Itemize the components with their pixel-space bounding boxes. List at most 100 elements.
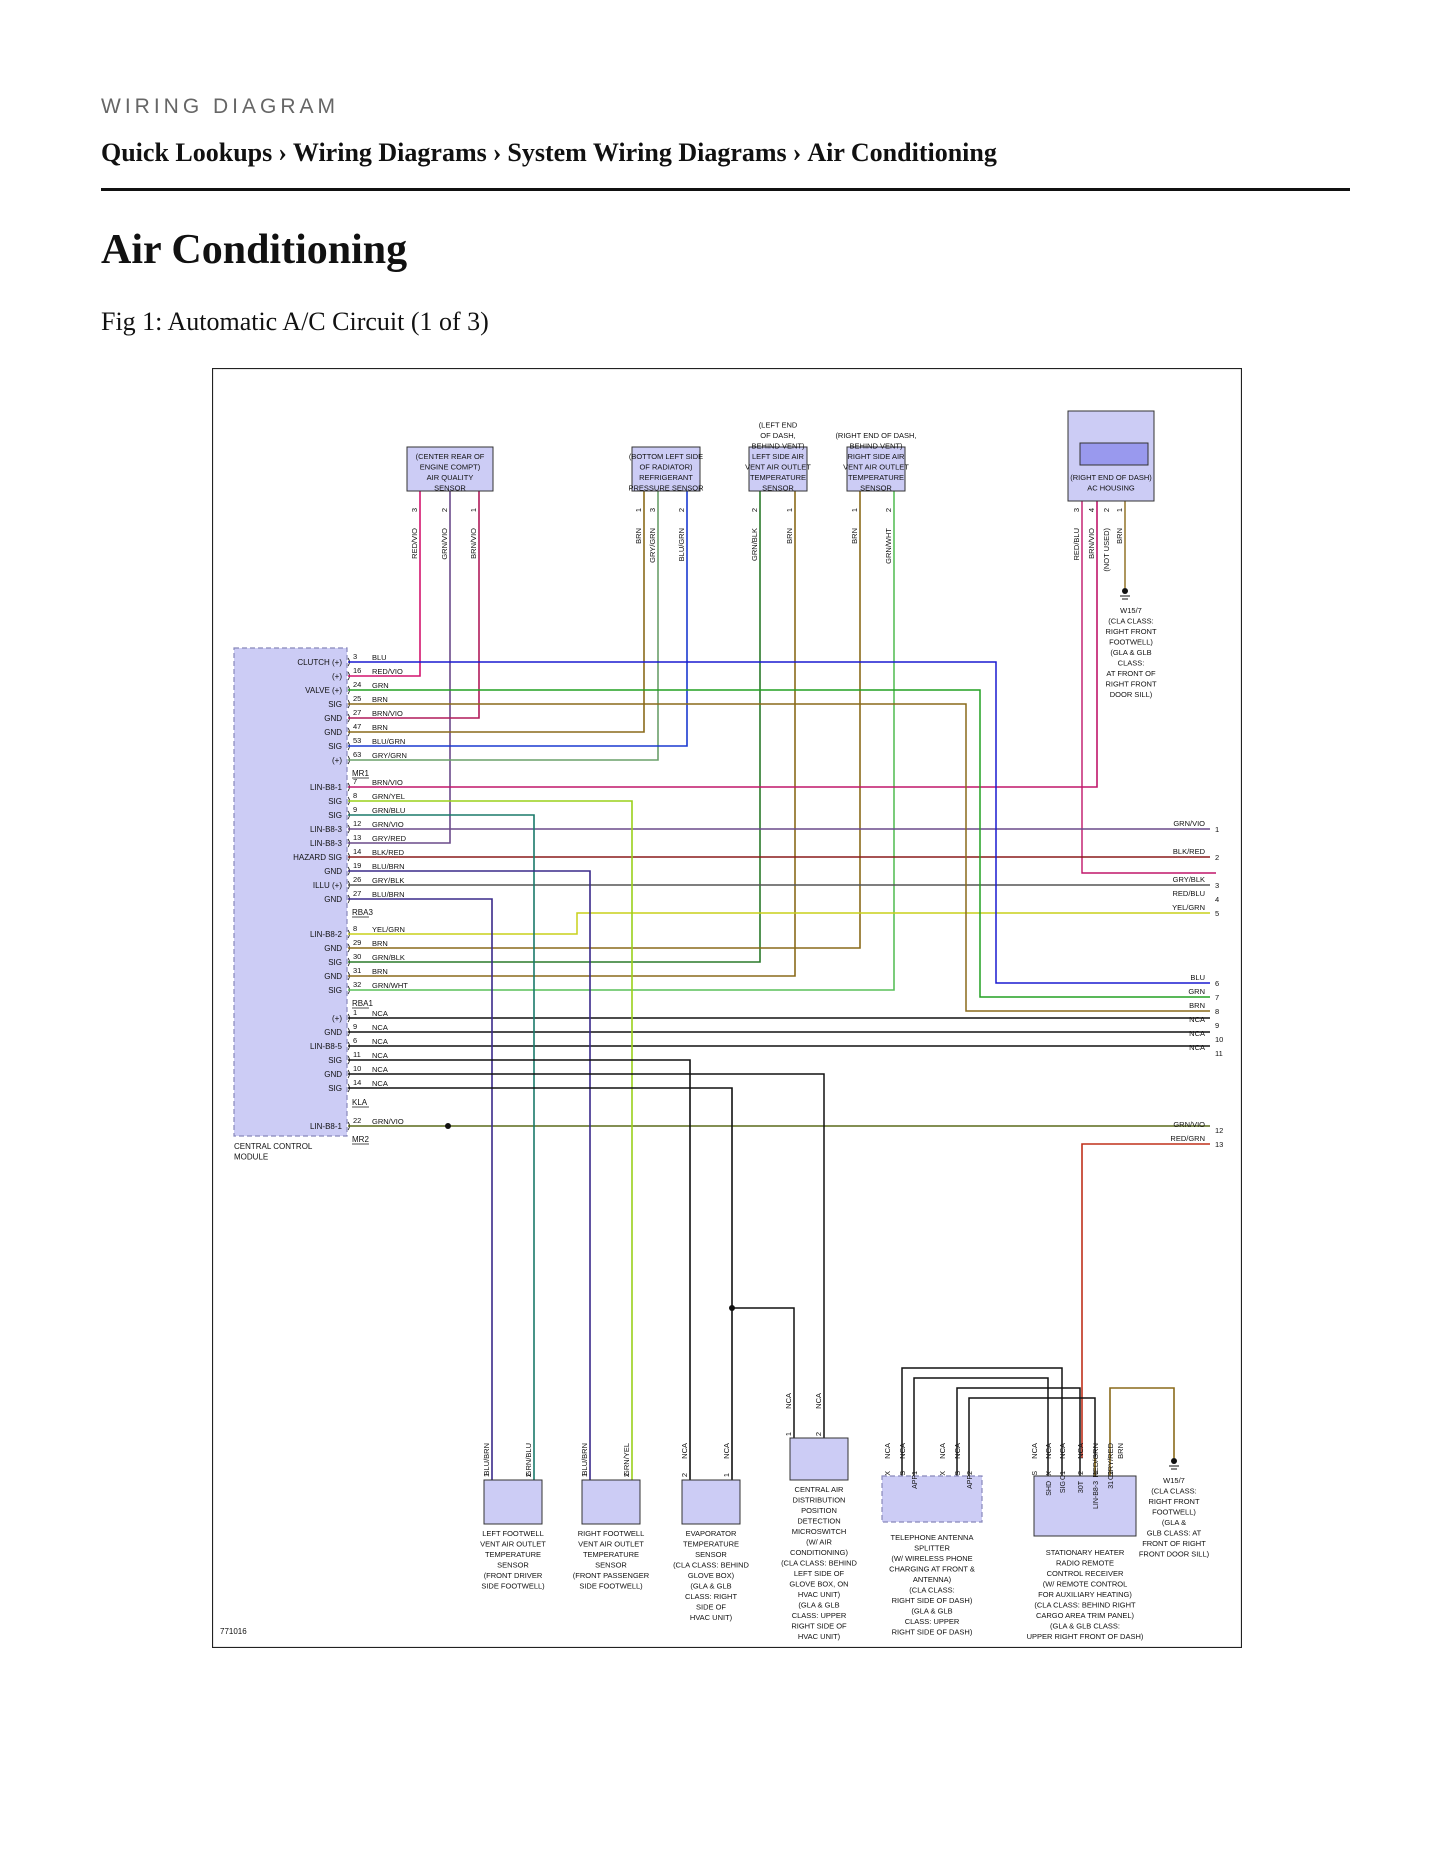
component-label: BEHIND VENT) [850, 442, 903, 451]
wire-color-label: BRN [1116, 1443, 1125, 1459]
ground-label: AT FRONT OF [1106, 669, 1156, 678]
central-control-module [233, 647, 348, 1137]
pin-number: 2 [1102, 508, 1111, 512]
output-number: 11 [1215, 1049, 1223, 1058]
component-label: RIGHT SIDE OF DASH) [892, 1596, 973, 1605]
wire-color-label: NCA [372, 1079, 388, 1088]
module-pin-number: 24 [353, 680, 361, 689]
wire-color-label: NCA [372, 1023, 388, 1032]
wire [968, 1397, 1096, 1476]
component-label: RIGHT SIDE AIR [848, 452, 906, 461]
component-label: BEHIND VENT) [752, 442, 805, 451]
sensor-body [631, 446, 701, 492]
pin-number: S [1032, 1471, 1039, 1476]
connector-label: RBA3 [352, 908, 373, 917]
component-label: TELEPHONE ANTENNA [891, 1533, 974, 1542]
pin-number: 1 [722, 1473, 731, 1477]
ground-label: W15/7 [1120, 606, 1142, 615]
pin-number: 2 [680, 1473, 689, 1477]
component-label: (W/ WIRELESS PHONE [891, 1554, 972, 1563]
component-label: HVAC UNIT) [690, 1613, 733, 1622]
wire [348, 689, 1210, 998]
component-label: FOR AUXILIARY HEATING) [1038, 1590, 1132, 1599]
module-pin-label: GND [324, 972, 342, 981]
component-label: SIDE FOOTWELL) [481, 1582, 545, 1591]
wire-color-label: GRN/VIO [440, 528, 449, 560]
wire-color-label: BLU/GRN [677, 528, 686, 561]
output-wire-label: RED/BLU [1172, 889, 1205, 898]
wire-color-label: GRY/RED [372, 834, 407, 843]
module-pin-number: 27 [353, 708, 361, 717]
component-label: EVAPORATOR [686, 1529, 737, 1538]
component-label: CHARGING AT FRONT & [889, 1565, 975, 1574]
component-label: (BOTTOM LEFT SIDE [629, 452, 703, 461]
component-label: (GLA & GLB [911, 1607, 952, 1616]
module-pin-number: 12 [353, 819, 361, 828]
component-label: SENSOR [497, 1561, 529, 1570]
module-pin-number: 14 [353, 847, 361, 856]
component-label: RIGHT SIDE OF [791, 1622, 847, 1631]
component-label: SENSOR [695, 1550, 727, 1559]
module-pin-label: SIG [328, 1084, 342, 1093]
module-pin-label: (+) [332, 756, 342, 765]
pin-number: 2 [884, 508, 893, 512]
wire-color-label: BRN/VIO [469, 528, 478, 559]
pin-number: X [1046, 1471, 1053, 1476]
module-pin-number: 7 [353, 777, 357, 786]
component-label: TEMPERATURE [583, 1550, 639, 1559]
component-label: DISTRIBUTION [793, 1496, 846, 1505]
wire-color-label: BRN [372, 695, 388, 704]
breadcrumb-separator: › [792, 138, 802, 167]
component-label: (RIGHT END OF DASH) [1070, 473, 1152, 482]
breadcrumb-current: Air Conditioning [807, 138, 997, 167]
component-label: TEMPERATURE [485, 1550, 541, 1559]
wire-color-label: GRN/YEL [622, 1443, 631, 1476]
wire-color-label: GRN/BLU [372, 806, 405, 815]
ground-label: GLB CLASS: AT [1147, 1529, 1202, 1538]
wire-color-label: NCA [722, 1443, 731, 1459]
component-label: OF RADIATOR) [639, 463, 693, 472]
wire-color-label: NCA [372, 1065, 388, 1074]
wire [348, 491, 861, 949]
splice-dot [445, 1123, 451, 1129]
wire [348, 800, 633, 1480]
ground-label: FRONT DOOR SILL) [1139, 1550, 1210, 1559]
breadcrumb-system-wiring-diagrams[interactable]: System Wiring Diagrams [507, 138, 787, 167]
component-label: RADIO REMOTE [1056, 1559, 1114, 1568]
module-pin-number: 26 [353, 875, 361, 884]
module-pin-label: GND [324, 895, 342, 904]
module-pin-number: 6 [353, 1036, 357, 1045]
output-number: 12 [1215, 1126, 1223, 1135]
pin-number: 3 [410, 508, 419, 512]
module-pin-label: GND [324, 714, 342, 723]
wire [348, 491, 659, 761]
ground-label: (GLA & [1162, 1518, 1186, 1527]
ground-label: FOOTWELL) [1109, 638, 1153, 647]
module-pin-label: SIG [328, 742, 342, 751]
ac-housing-module [1079, 442, 1149, 466]
module-pin-label: (+) [332, 672, 342, 681]
wire-color-label: GRN/YEL [372, 792, 405, 801]
module-name: CENTRAL CONTROL [234, 1142, 313, 1151]
pin-number: 1 [580, 1473, 589, 1477]
ground-label: RIGHT FRONT [1105, 627, 1157, 636]
ground-label: FRONT OF RIGHT [1142, 1539, 1206, 1548]
sensor-body [406, 446, 494, 492]
component-label: (FRONT DRIVER [484, 1571, 543, 1580]
module-pin-label: SIG [328, 958, 342, 967]
module-pin-label: LIN-B8-3 [310, 825, 343, 834]
wire-color-label: NCA [1076, 1443, 1085, 1459]
component-label: RIGHT FOOTWELL [578, 1529, 645, 1538]
pin-number: APP2 [967, 1471, 974, 1489]
component-label: AC HOUSING [1087, 484, 1135, 493]
wire [1081, 1143, 1210, 1458]
connector-label: MR2 [352, 1135, 369, 1144]
microswitch-body [789, 1437, 849, 1481]
ground-label: (CLA CLASS: [1151, 1487, 1196, 1496]
wire [348, 491, 895, 991]
output-wire-label: YEL/GRN [1172, 903, 1205, 912]
wire-color-label: BRN [372, 723, 388, 732]
breadcrumb-quick-lookups[interactable]: Quick Lookups [101, 138, 273, 167]
module-pin-number: 22 [353, 1116, 361, 1125]
breadcrumb-wiring-diagrams[interactable]: Wiring Diagrams [292, 138, 487, 167]
